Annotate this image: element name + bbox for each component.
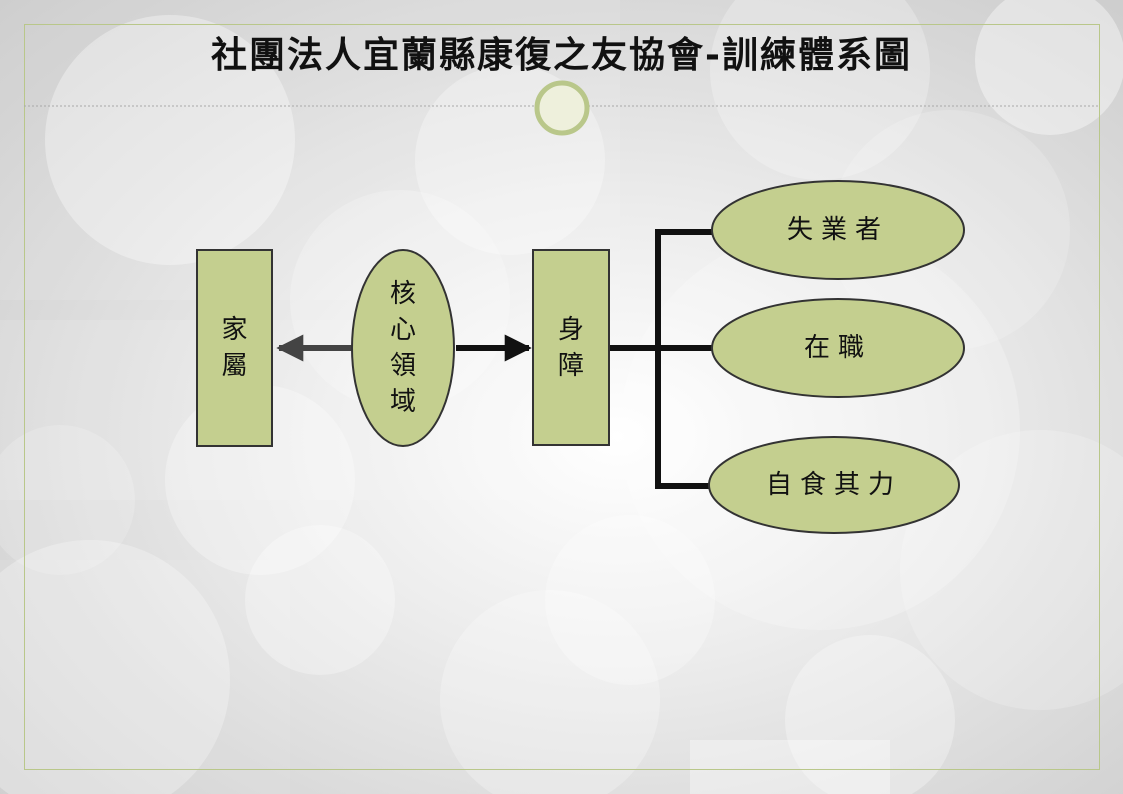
node-employed-label: 在職: [803, 333, 872, 363]
node-label-char: 核: [389, 279, 416, 309]
node-label-char: 心: [389, 315, 416, 345]
node-self-reliant-label: 自食其力: [765, 470, 902, 500]
node-unemployed-label: 失業者: [786, 215, 889, 245]
node-self-reliant-ellipse: [708, 436, 960, 534]
node-unemployed-ellipse: [711, 180, 965, 280]
node-label-char: 域: [389, 387, 416, 417]
node-family-label: 家屬: [197, 250, 272, 446]
node-core-label: 核心領域: [352, 250, 454, 446]
page-title: 社團法人宜蘭縣康復之友協會-訓練體系圖: [211, 35, 912, 76]
node-employed-ellipse: [711, 298, 965, 398]
bracket-connector: [610, 229, 715, 489]
node-label-char: 領: [389, 351, 416, 381]
node-label-char: 家: [221, 315, 248, 345]
node-label-char: 屬: [221, 351, 248, 381]
node-label-char: 身: [557, 314, 584, 345]
node-disability-label: 身障: [533, 250, 609, 445]
node-core-ellipse: [351, 249, 455, 447]
decorative-ring-icon: [534, 80, 590, 136]
node-label-char: 障: [557, 350, 584, 381]
node-disability-box: [532, 249, 610, 446]
node-family-box: [196, 249, 273, 447]
